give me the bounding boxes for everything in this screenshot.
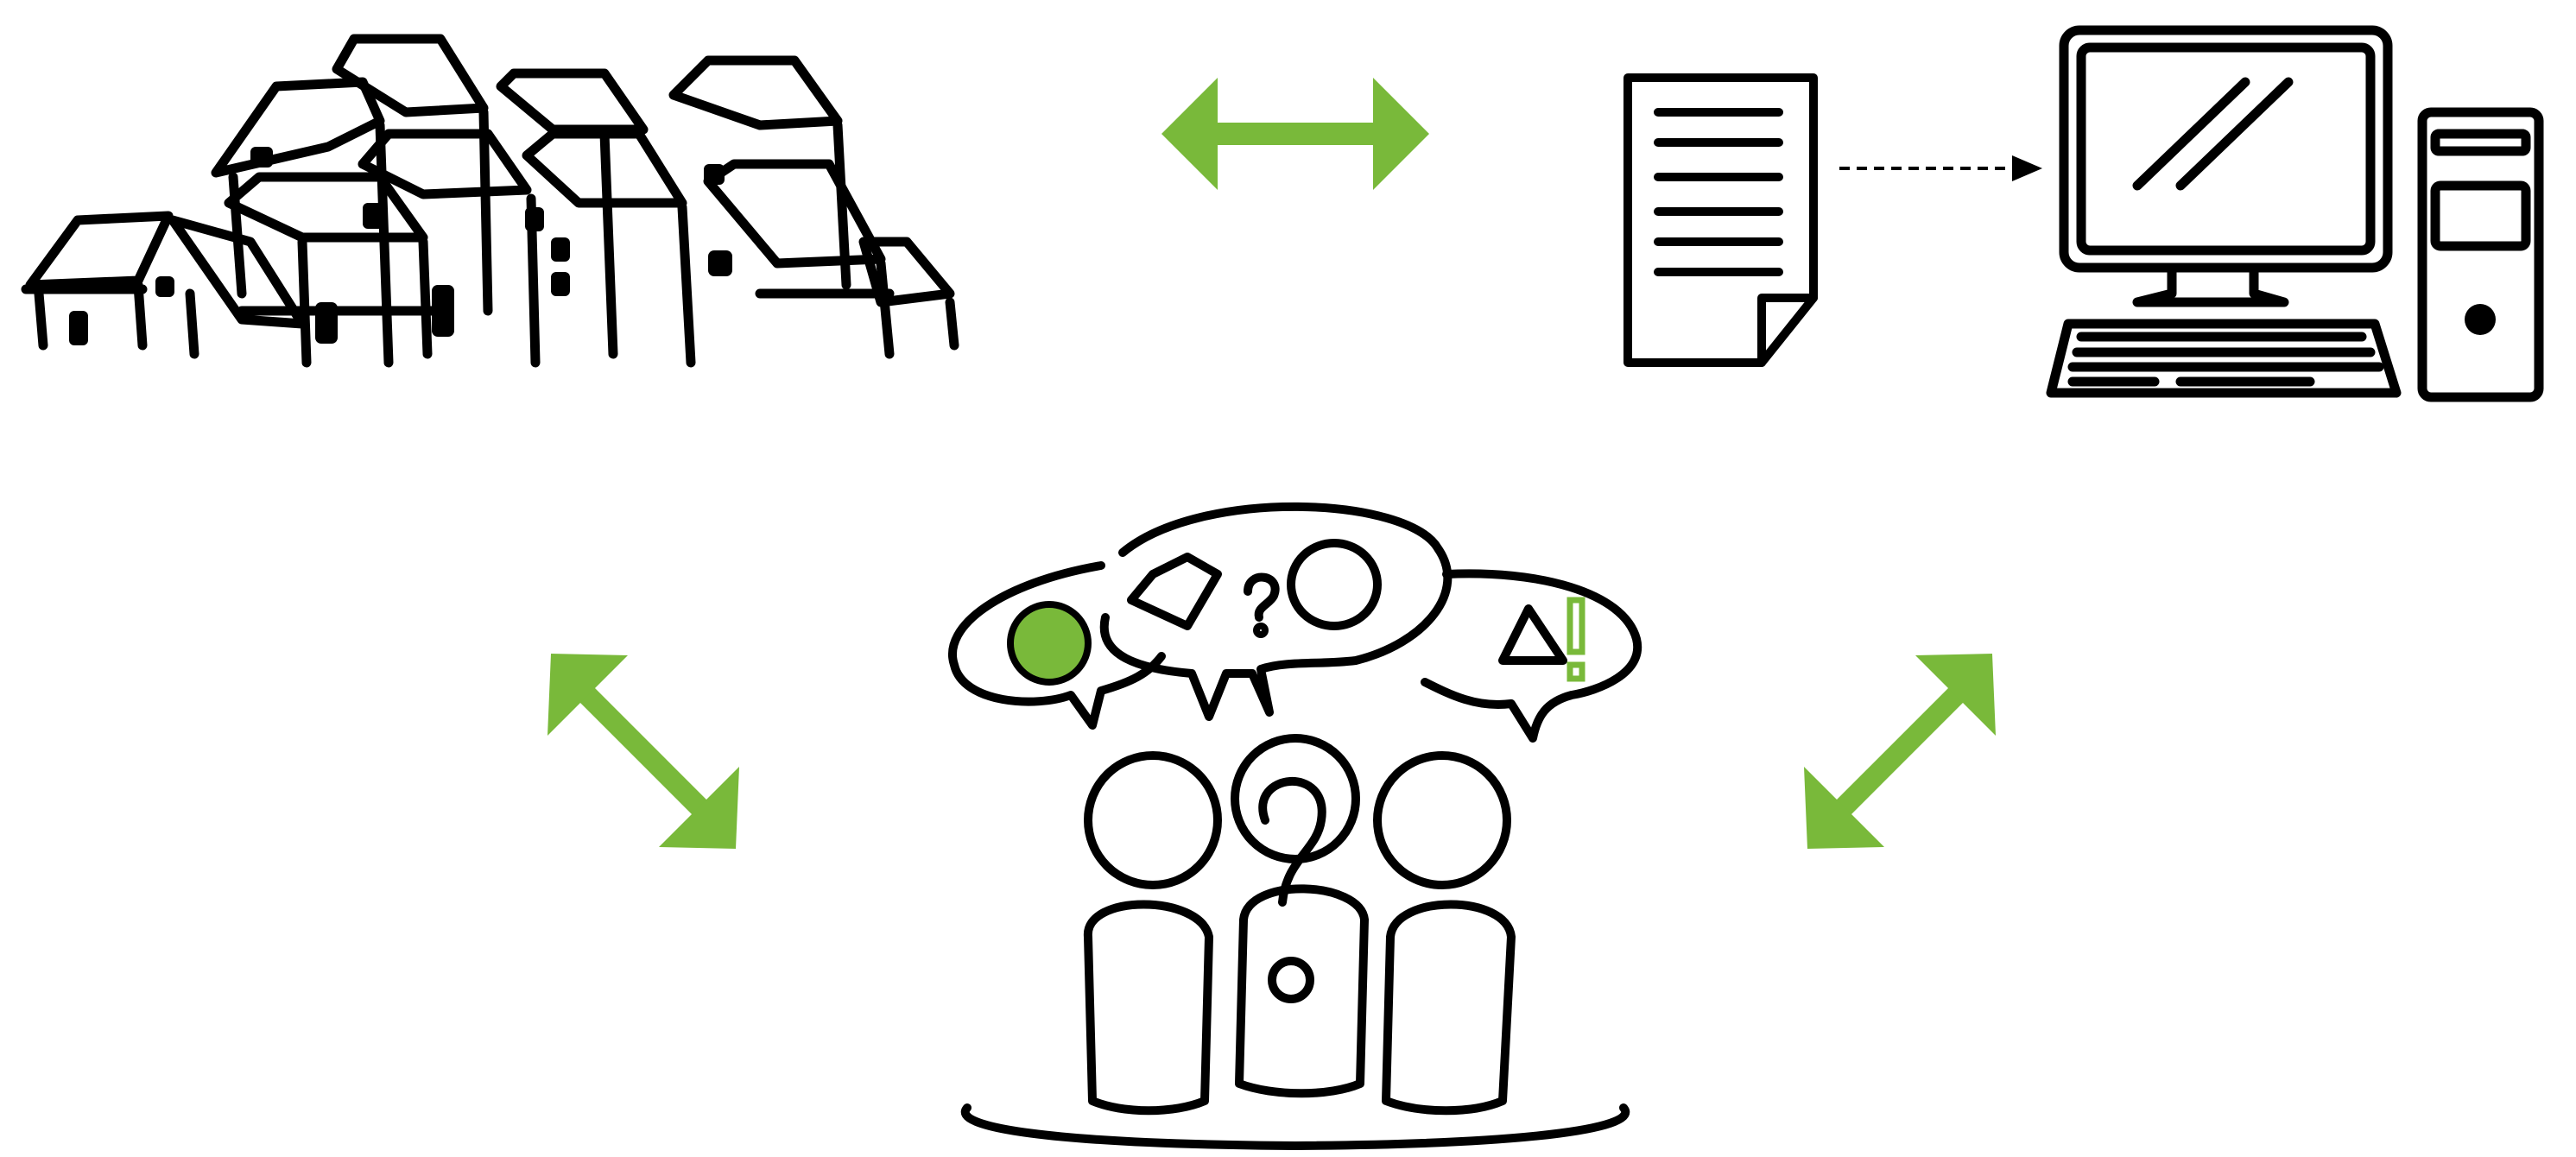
person-body (1386, 905, 1511, 1111)
circle-shape (1291, 543, 1377, 626)
person-head (1235, 738, 1356, 859)
monitor-screen (2081, 47, 2370, 250)
exclamation-mark-dot (1570, 665, 1582, 679)
house-window (363, 203, 383, 229)
house-window (551, 237, 570, 262)
dashed-arrow-right (1839, 151, 2042, 186)
double-arrow-diagonal-right (1801, 652, 1999, 850)
ground-line (26, 289, 889, 311)
document-page (1628, 78, 1813, 363)
person-head (1088, 756, 1218, 885)
document-icon (1619, 73, 1826, 376)
green-dot-shape (1010, 604, 1088, 682)
triangle-shape (1503, 609, 1563, 661)
house-roof (216, 82, 380, 173)
house-window (704, 164, 725, 185)
exclamation-mark (1570, 600, 1582, 652)
house-roof (337, 39, 484, 112)
house-window (69, 311, 88, 345)
speech-bubble (1425, 573, 1637, 738)
double-arrow-diagonal-left (544, 652, 743, 850)
tower-drive-bay (2435, 134, 2526, 151)
person-head (1377, 756, 1507, 885)
tower-drive-bay (2435, 186, 2526, 246)
house-roof (229, 177, 423, 237)
house-roof (708, 164, 881, 263)
house-roof (501, 73, 643, 130)
diamond-shape (1131, 557, 1218, 626)
ground-ellipse (965, 1108, 1626, 1146)
house-window (551, 272, 570, 296)
house-window (250, 147, 273, 168)
monitor-frame (2064, 30, 2388, 268)
question-mark-small-dot (1257, 627, 1264, 634)
people-discussion-icon (941, 488, 1654, 1157)
house-window (432, 285, 454, 337)
desktop-computer-icon (2051, 26, 2552, 406)
person-body (1088, 905, 1209, 1111)
house-window (708, 250, 732, 276)
double-arrow-horizontal (1161, 78, 1429, 190)
house-roof (674, 60, 838, 125)
house-window (155, 276, 174, 297)
village-houses-icon (17, 26, 976, 363)
question-mark-small (1248, 578, 1275, 617)
tower-power-button (2465, 304, 2496, 335)
house-window (525, 207, 544, 231)
question-mark-large-dot (1272, 961, 1310, 999)
monitor-stand (2137, 272, 2284, 302)
question-mark-large (1263, 781, 1322, 902)
house-roof (30, 216, 168, 285)
house-window (315, 302, 338, 344)
